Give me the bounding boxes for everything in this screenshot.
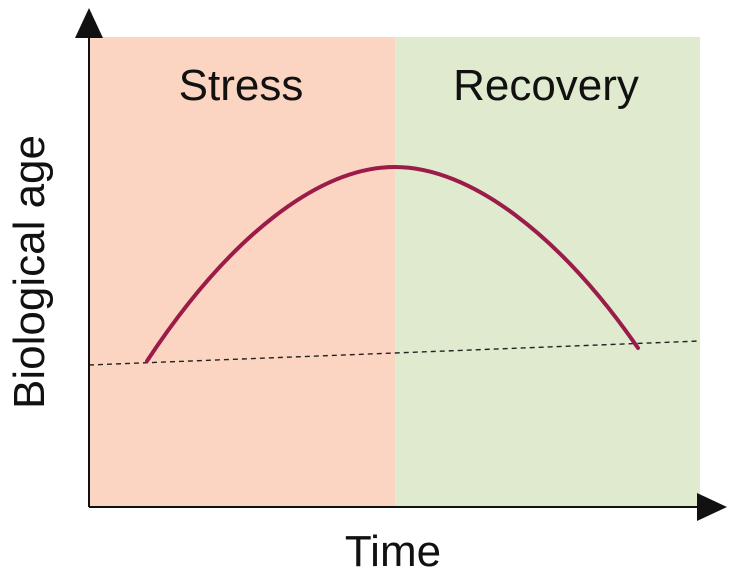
stress-phase-region [89,37,395,507]
recovery-phase-label: Recovery [453,61,639,110]
x-axis-arrowhead [697,493,727,521]
stress-phase-label: Stress [179,61,304,110]
baseline-dashed-line [88,340,701,366]
recovery-phase-region [395,37,700,507]
y-axis-arrowhead [75,8,103,38]
x-axis-label: Time [345,527,441,576]
biological-age-curve [145,164,640,363]
y-axis-label: Biological age [5,135,54,409]
